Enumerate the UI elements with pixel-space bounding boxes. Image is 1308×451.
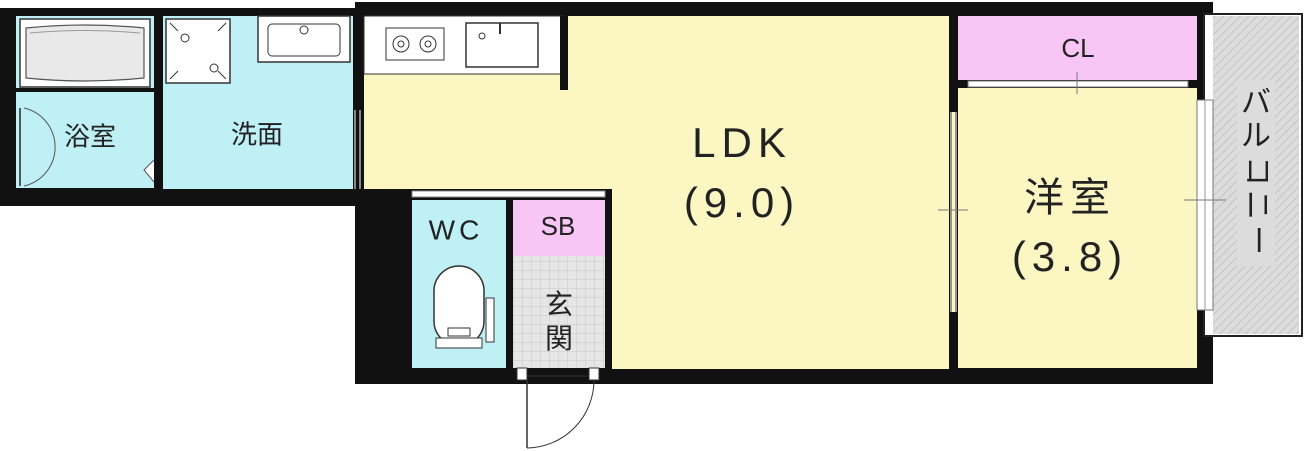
closet-floor: [958, 16, 1197, 80]
ldk-size-label: (9.0): [684, 179, 800, 226]
balcony-label-bg: [1237, 80, 1275, 266]
bathtub-icon: [19, 18, 151, 88]
wall-wc-left: [400, 189, 412, 384]
washroom-label: 洗面: [231, 121, 283, 151]
sliding-door-western: [938, 112, 968, 312]
wall-bath-wash: [154, 16, 163, 189]
balcony-char-3: コ: [1240, 156, 1275, 186]
wall-wc-sb: [506, 198, 513, 369]
entrance-label-2: 関: [545, 322, 573, 355]
western-floor: [958, 88, 1197, 368]
kitchen-sink-icon: [465, 22, 539, 68]
western-name-label: 洋室: [1024, 175, 1116, 221]
bath-door-icon: [19, 107, 155, 187]
shoebox-floor: [513, 200, 605, 256]
wc-label: WC: [429, 214, 484, 245]
entrance-label-1: 玄: [545, 288, 573, 321]
wc-sb-top-strip: [411, 190, 606, 198]
toilet-icon: [433, 265, 495, 349]
washing-machine-icon: [165, 18, 231, 84]
balcony-char-4: ニ: [1240, 190, 1275, 220]
closet-label: CL: [1061, 33, 1094, 63]
closet-door: [967, 72, 1189, 94]
entrance-floor: [513, 256, 605, 368]
ldk-floor-lower: [612, 189, 949, 369]
shoebox-label: SB: [541, 211, 576, 241]
balcony-char-2: ル: [1241, 119, 1271, 154]
wall-bathtub: [16, 88, 154, 92]
balcony-char-1: バ: [1241, 86, 1271, 121]
balcony-char-5: ー: [1240, 225, 1275, 255]
western-size-label: (3.8): [1012, 233, 1128, 280]
bath-label: 浴室: [64, 123, 116, 153]
bath-floor: [16, 92, 154, 188]
kitchen-partition: [560, 16, 568, 90]
wall-sb-ldk: [605, 190, 612, 260]
balcony-window: [1184, 99, 1226, 311]
wash-basin-icon: [257, 15, 351, 63]
entrance-door-icon: [516, 367, 600, 449]
stove-icon: [385, 27, 445, 61]
washroom-door-icon: [354, 110, 361, 189]
ldk-name-label: LDK: [692, 119, 792, 166]
